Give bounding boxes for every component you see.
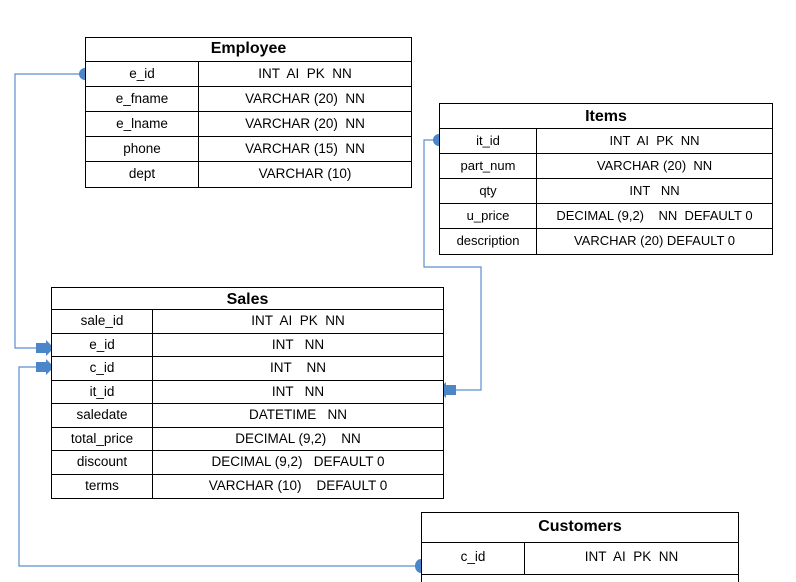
table-title: Customers: [422, 513, 738, 543]
table-row: e_fname VARCHAR (20) NN: [86, 87, 411, 112]
table-row: dept VARCHAR (10): [86, 162, 411, 187]
table-row: u_price DECIMAL (9,2) NN DEFAULT 0: [440, 204, 772, 229]
field-type: INT AI PK NN: [584, 549, 679, 564]
table-row: sale_id INT AI PK NN: [52, 310, 443, 334]
field-name: saledate: [52, 404, 153, 427]
table-title: Sales: [52, 288, 443, 310]
field-name: it_id: [440, 129, 537, 153]
field-type: VARCHAR (20) DEFAULT 0: [573, 233, 736, 248]
field-type: VARCHAR (20) NN: [596, 158, 713, 173]
table-row: qty INT NN: [440, 179, 772, 204]
table-row: c_id INT AI PK NN: [422, 543, 738, 575]
field-name: phone: [86, 137, 199, 161]
table-title: Employee: [86, 38, 411, 62]
field-type: VARCHAR (10): [258, 166, 352, 181]
field-name: c_id: [422, 543, 525, 574]
field-type: DECIMAL (9,2) NN: [235, 430, 361, 446]
field-type: INT AI PK NN: [251, 313, 345, 328]
field-name: description: [440, 229, 537, 254]
field-name: sale_id: [52, 310, 153, 333]
field-type: VARCHAR (10) DEFAULT 0: [208, 477, 388, 493]
field-name: e_id: [52, 333, 153, 356]
field-type: INT AI PK NN: [258, 66, 352, 81]
field-name: terms: [52, 474, 153, 498]
table-row: description VARCHAR (20) DEFAULT 0: [440, 229, 772, 254]
table-row: discount DECIMAL (9,2) DEFAULT 0: [52, 451, 443, 475]
field-name: part_num: [440, 154, 537, 178]
table-row: saledate DATETIME NN: [52, 404, 443, 428]
table-row: e_id INT AI PK NN: [86, 62, 411, 87]
table-row: it_id INT AI PK NN: [440, 129, 772, 154]
field-name: total_price: [52, 427, 153, 450]
field-type: INT NN: [269, 360, 326, 375]
field-name: e_lname: [86, 112, 199, 136]
field-name: dept: [86, 162, 199, 187]
field-type: INT NN: [271, 383, 325, 399]
field-name: c_id: [52, 357, 153, 380]
field-type: VARCHAR (20) NN: [245, 91, 365, 106]
field-name: e_id: [86, 62, 199, 86]
table-row: phone VARCHAR (15) NN: [86, 137, 411, 162]
field-name: discount: [52, 451, 153, 474]
customers-table: Customers c_id INT AI PK NN: [421, 512, 739, 582]
field-type: VARCHAR (15) NN: [245, 141, 365, 156]
field-type: DECIMAL (9,2) DEFAULT 0: [211, 454, 385, 469]
field-type: INT NN: [271, 336, 325, 352]
table-row: e_lname VARCHAR (20) NN: [86, 112, 411, 137]
table-row: e_id INT NN: [52, 333, 443, 357]
table-row: total_price DECIMAL (9,2) NN: [52, 427, 443, 451]
table-row: part_num VARCHAR (20) NN: [440, 154, 772, 179]
field-name: e_fname: [86, 87, 199, 111]
field-name: it_id: [52, 380, 153, 403]
field-name: u_price: [440, 204, 537, 228]
table-row: terms VARCHAR (10) DEFAULT 0: [52, 474, 443, 498]
field-type: DATETIME NN: [248, 407, 347, 422]
table-row: c_id INT NN: [52, 357, 443, 381]
field-type: DECIMAL (9,2) NN DEFAULT 0: [556, 208, 753, 223]
table-title: Items: [440, 104, 772, 129]
field-type: INT AI PK NN: [609, 133, 700, 148]
table-row: it_id INT NN: [52, 380, 443, 404]
field-name: qty: [440, 179, 537, 203]
field-type: VARCHAR (20) NN: [245, 116, 365, 131]
field-type: INT NN: [629, 183, 680, 198]
